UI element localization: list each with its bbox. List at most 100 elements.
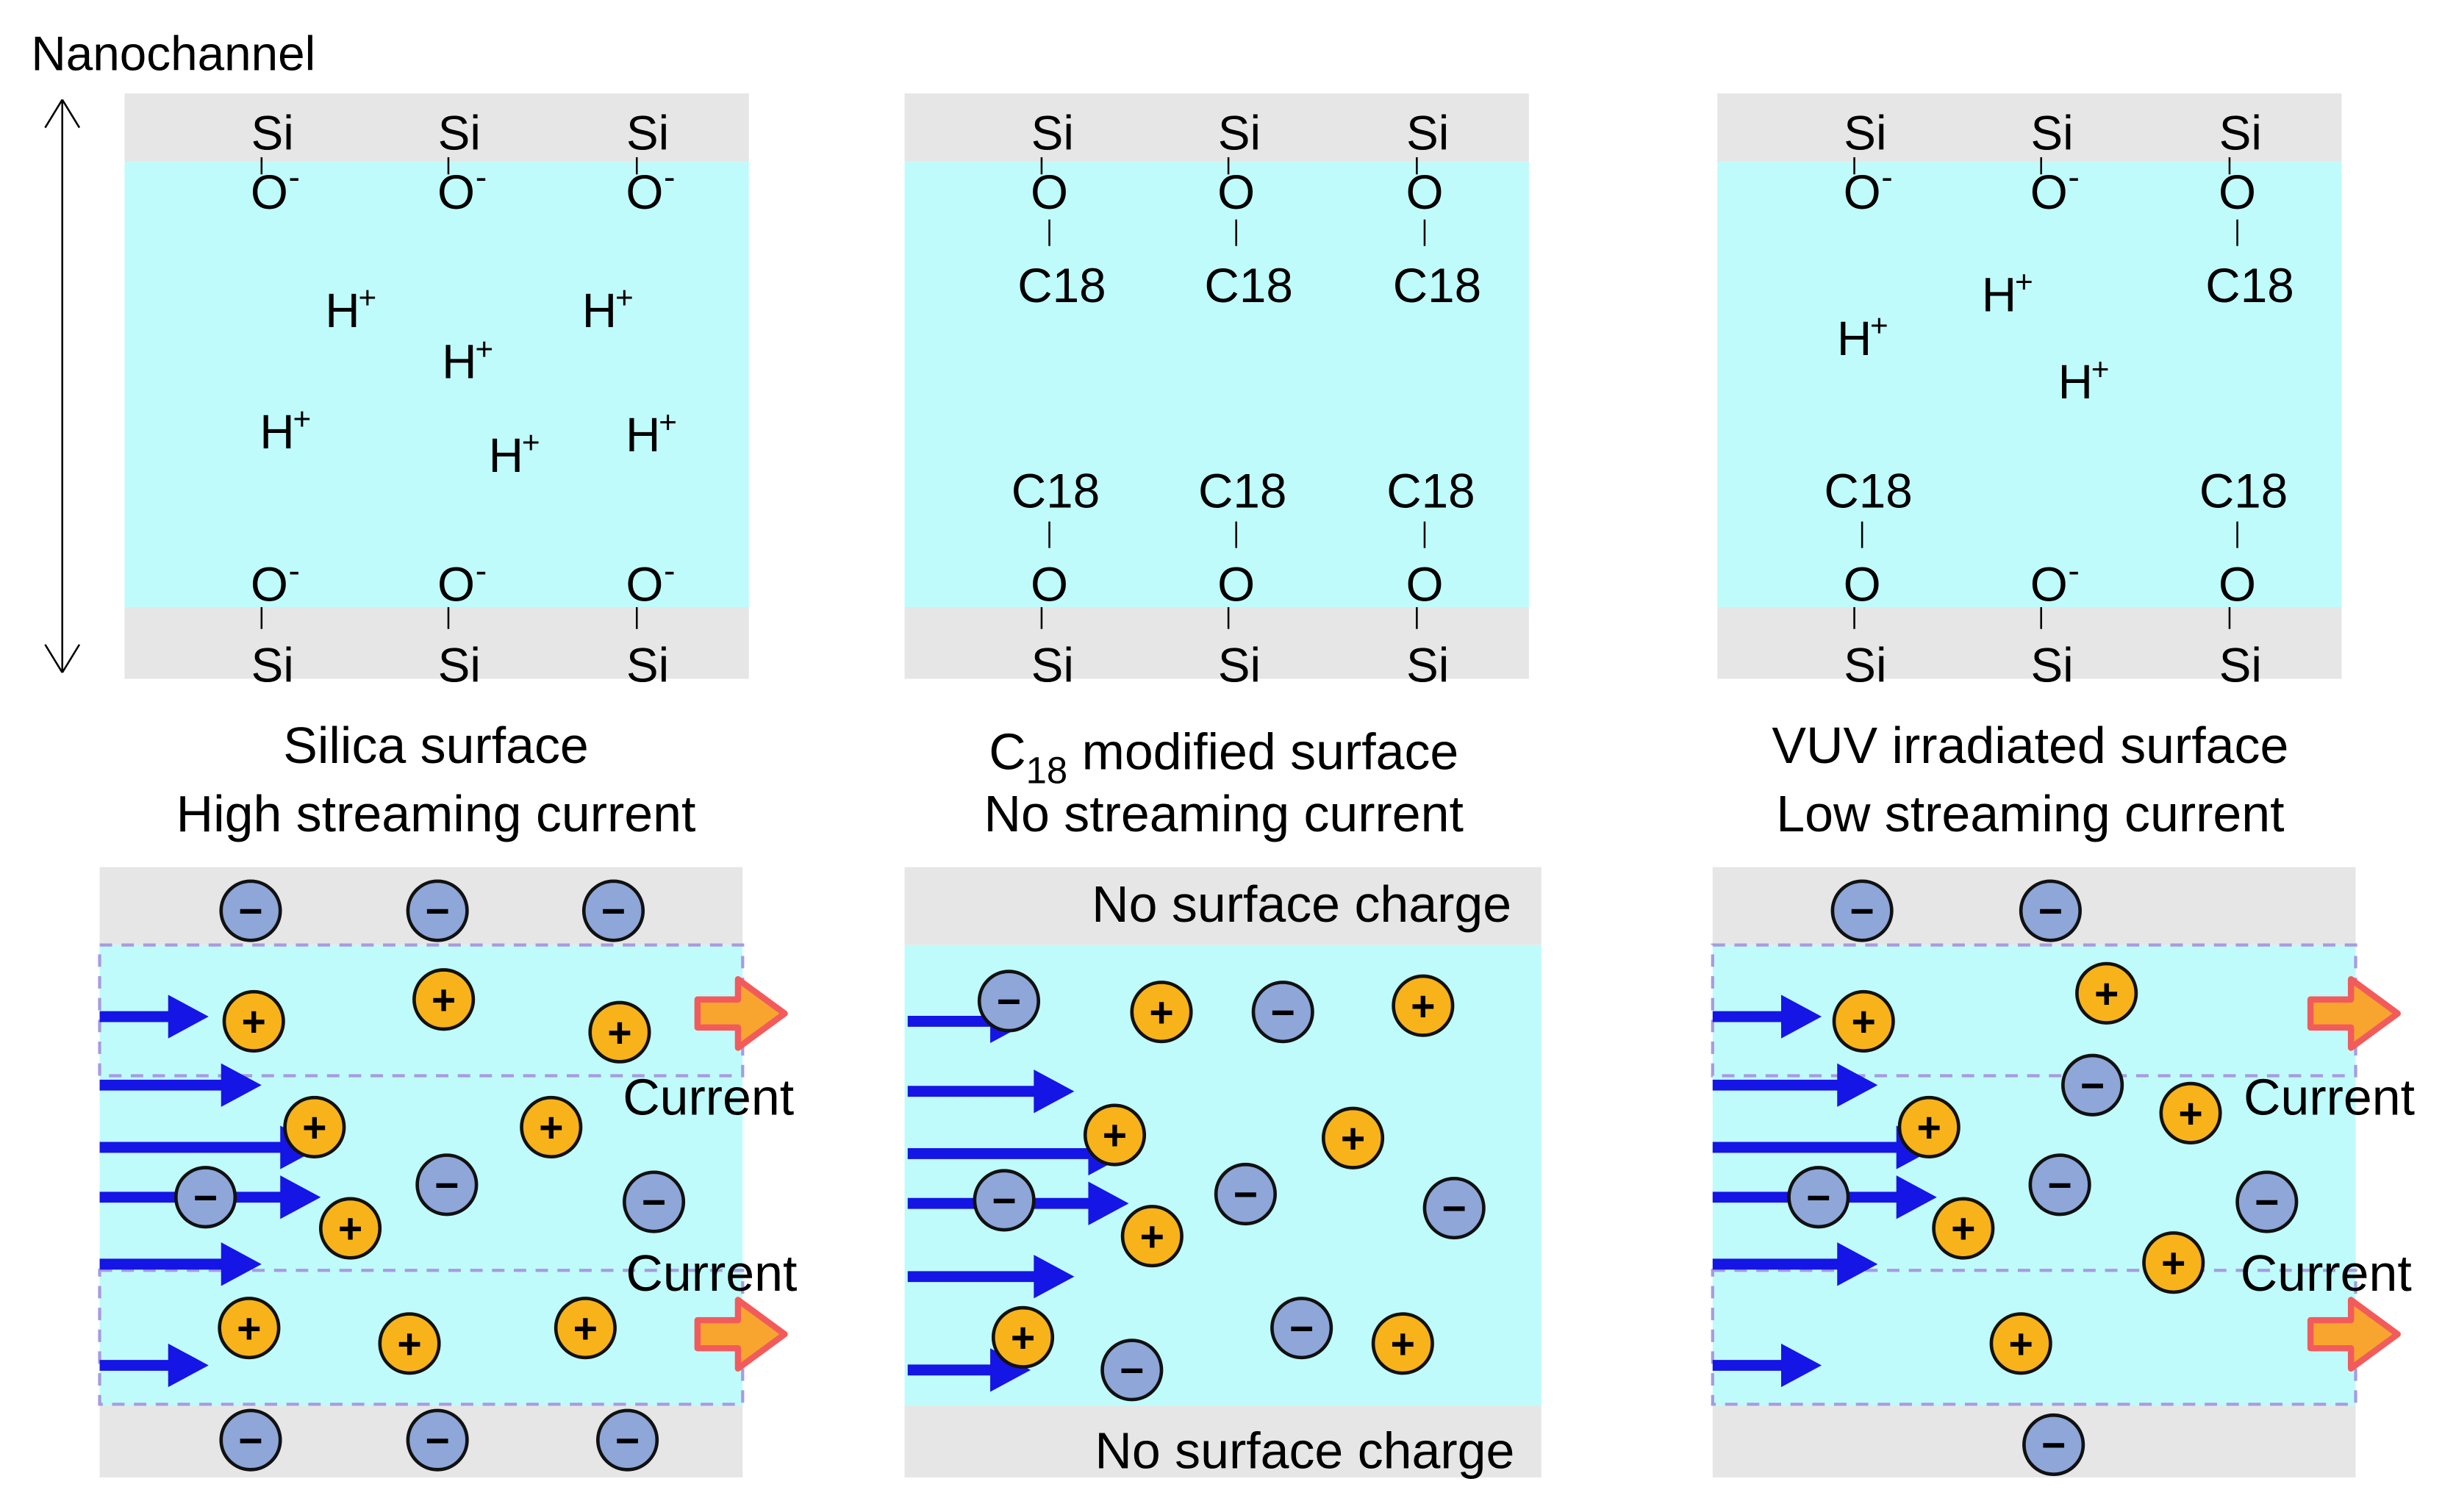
- arrow-right-icon: [1712, 1063, 1878, 1107]
- plus-circle-icon: [588, 1000, 651, 1064]
- negative-ion: −: [219, 879, 282, 942]
- ion-sign: −: [1442, 1186, 1467, 1233]
- negative-ion: −: [1270, 1297, 1333, 1360]
- si-label: Si: [251, 639, 293, 692]
- charge-superscript: -: [664, 551, 676, 590]
- negative-ion: −: [1214, 1162, 1277, 1226]
- proton-charge: +: [2091, 352, 2110, 387]
- minus-circle-icon: [1214, 1162, 1277, 1226]
- flow-arrow-head: [1837, 1063, 1878, 1107]
- positive-ion: +: [1371, 1312, 1434, 1375]
- proton: H+: [1982, 265, 2033, 321]
- negative-ion: −: [1830, 879, 1894, 942]
- current-label: Current: [626, 1244, 797, 1302]
- positive-ion: +: [588, 1000, 651, 1064]
- c18-label: C18: [2199, 464, 2288, 517]
- minus-circle-icon: [581, 879, 645, 942]
- plus-circle-icon: [2142, 1231, 2205, 1294]
- proton: H+: [1837, 308, 1888, 365]
- proton-label: H: [626, 408, 660, 462]
- positive-ion: +: [2159, 1081, 2222, 1144]
- si-label: Si: [1031, 639, 1074, 692]
- caption-subtitle: No streaming current: [984, 785, 1464, 842]
- oxygen-label: O: [437, 558, 475, 612]
- plus-circle-icon: [1832, 989, 1895, 1053]
- ion-sign: +: [432, 977, 456, 1024]
- flow-arrow-head: [1780, 995, 1822, 1039]
- minus-circle-icon: [977, 970, 1041, 1033]
- proton-charge: +: [1870, 308, 1888, 343]
- si-label: Si: [1406, 106, 1449, 160]
- arrow-right-icon: [1712, 1343, 1822, 1388]
- flow-arrow-head: [168, 1343, 209, 1388]
- ion-sign: +: [1391, 1321, 1415, 1368]
- c18-label: C18: [1393, 259, 1481, 312]
- oxygen-label: O: [2030, 165, 2068, 219]
- minus-circle-icon: [2022, 1413, 2085, 1477]
- proton: H+: [489, 425, 540, 481]
- bottom-surface-group: O-Si: [626, 551, 675, 692]
- negative-ion: −: [2235, 1170, 2299, 1233]
- ion-sign: +: [2178, 1090, 2202, 1137]
- arrow-right-icon: [99, 1343, 209, 1388]
- minus-circle-icon: [1830, 879, 1894, 942]
- flow-arrow-head: [221, 1063, 262, 1107]
- ion-sign: −: [434, 1162, 459, 1209]
- ion-sign: +: [242, 999, 266, 1046]
- top-wall: [904, 93, 1529, 162]
- ion-sign: −: [615, 1417, 640, 1464]
- top-surface-group: SiO-: [626, 106, 675, 218]
- si-label: Si: [1031, 106, 1074, 160]
- caption-title: VUV irradiated surface: [1772, 717, 2288, 774]
- ion-sign: −: [1271, 989, 1295, 1036]
- c18-label: C18: [2205, 259, 2294, 312]
- ion-sign: +: [1011, 1314, 1035, 1361]
- ion-sign: −: [2080, 1062, 2105, 1109]
- block-arrow-right-icon: [694, 975, 788, 1051]
- ion-sign: +: [1852, 999, 1876, 1046]
- minus-circle-icon: [1251, 981, 1314, 1044]
- top-wall: [904, 867, 1542, 945]
- charge-superscript: -: [2068, 551, 2080, 590]
- arrow-right-icon: [1712, 995, 1822, 1039]
- caption-subtitle: High streaming current: [176, 785, 696, 842]
- proton-label: H: [1837, 312, 1872, 365]
- ion-sign: −: [642, 1179, 666, 1226]
- ion-sign: +: [2008, 1321, 2033, 1368]
- ion-sign: +: [1140, 1214, 1164, 1261]
- plus-circle-icon: [283, 1095, 346, 1159]
- si-label: Si: [2030, 106, 2073, 160]
- oxygen-label: O: [626, 165, 663, 219]
- proton-charge: +: [659, 405, 677, 440]
- ion-sign: −: [2047, 1162, 2072, 1209]
- bottom-wall: [124, 607, 749, 679]
- positive-ion: +: [283, 1095, 346, 1159]
- ion-sign: −: [2255, 1179, 2279, 1226]
- flow-arrow-head: [1034, 1255, 1075, 1299]
- oxygen-label: O: [251, 165, 288, 219]
- si-label: Si: [626, 106, 669, 160]
- bottom-wall: [1717, 607, 2342, 679]
- double-arrow-vertical-icon: [44, 98, 81, 673]
- si-label: Si: [2030, 639, 2073, 692]
- flow-arrow-head: [1780, 1343, 1822, 1388]
- bottom-surface-group: O-Si: [437, 551, 487, 692]
- oxygen-label: O: [2219, 558, 2256, 612]
- negative-ion: −: [406, 879, 469, 942]
- caption-title: C18 modified surface: [989, 723, 1458, 791]
- flow-arrow-head: [1837, 1242, 1878, 1286]
- si-label: Si: [251, 106, 293, 160]
- bottom-wall: [904, 1405, 1542, 1477]
- edl-zone-bottom: [1711, 1269, 2357, 1406]
- axis-head-top-left: [44, 98, 63, 129]
- arrow-right-icon: [907, 1348, 1031, 1392]
- arrow-right-icon: [99, 1063, 262, 1107]
- negative-ion: −: [973, 1169, 1036, 1232]
- ion-sign: +: [539, 1105, 563, 1152]
